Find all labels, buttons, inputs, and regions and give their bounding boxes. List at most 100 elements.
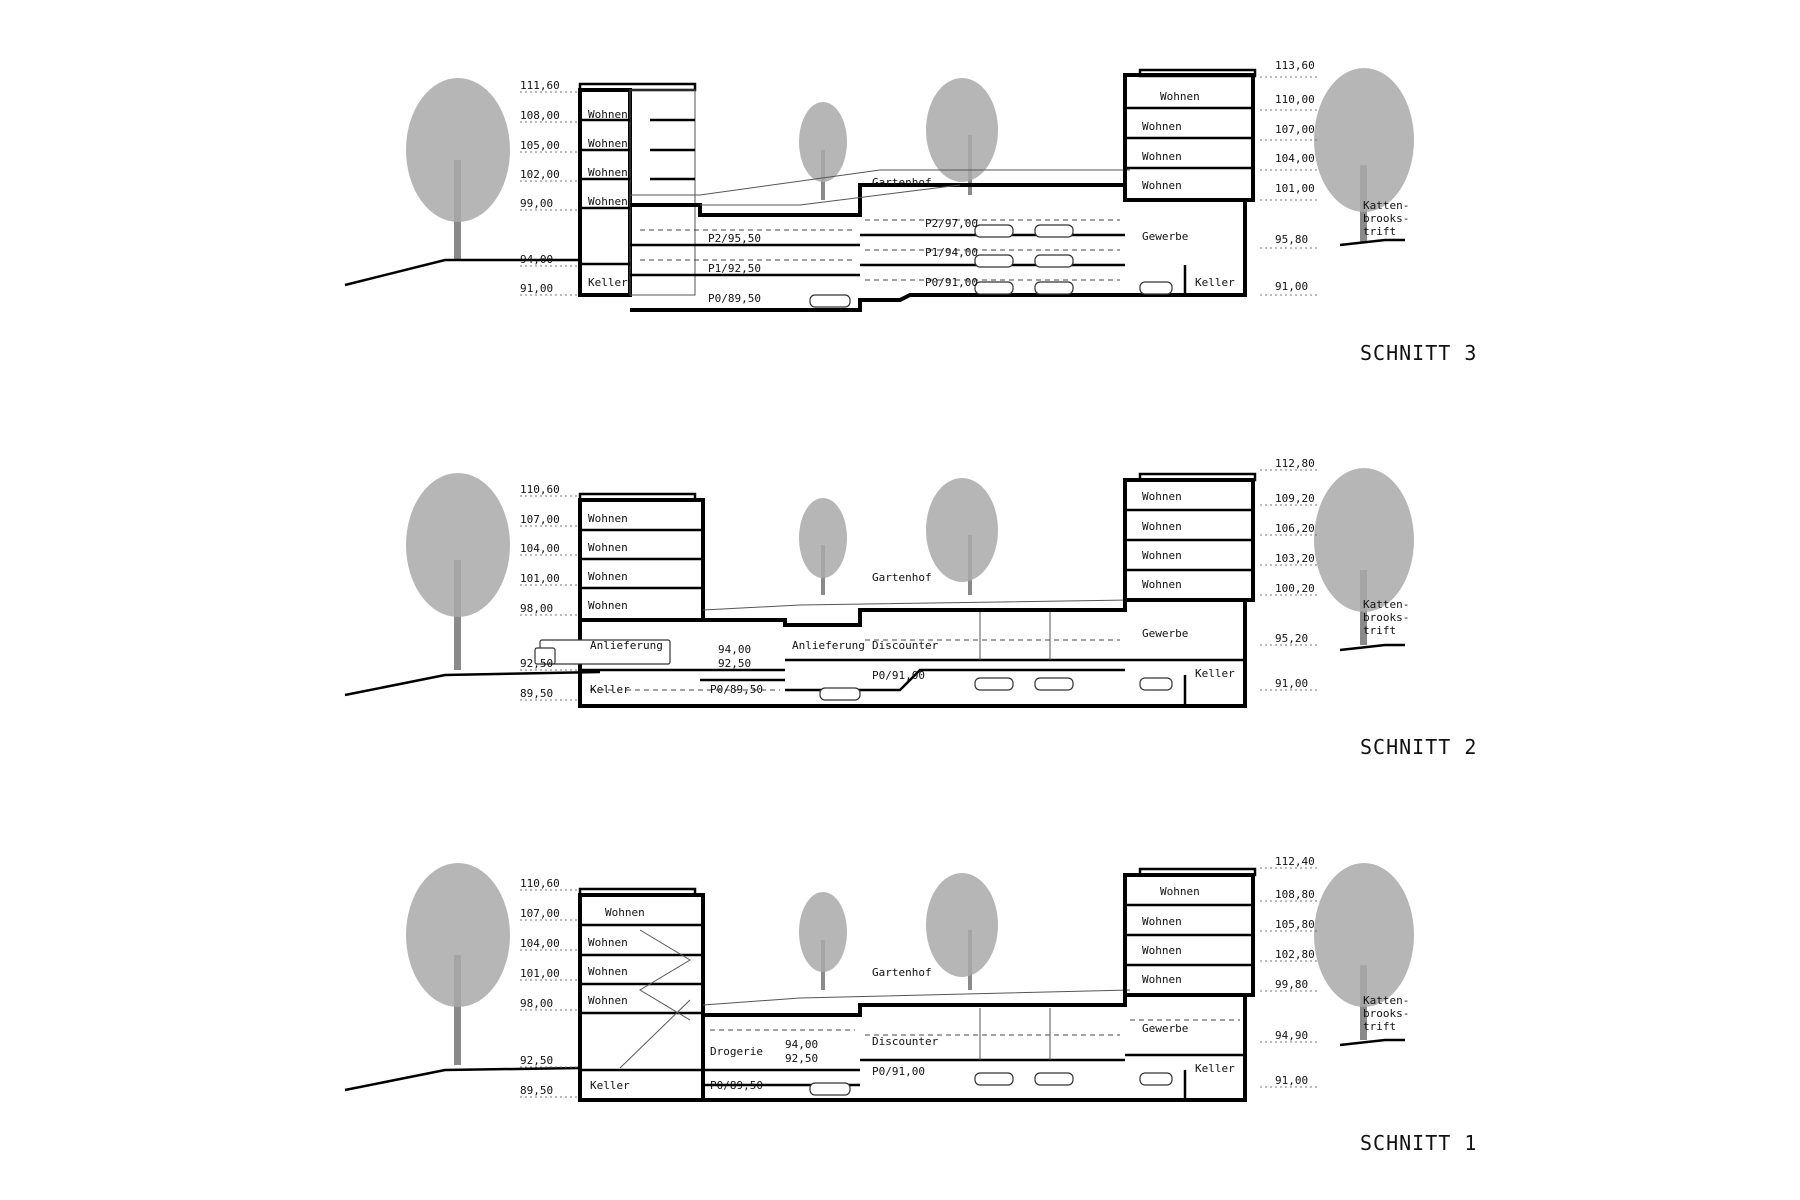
level-label: 91,00 — [1275, 1074, 1308, 1087]
level-label: 107,00 — [1275, 123, 1315, 136]
street-label: Katten- — [1363, 994, 1409, 1007]
car-icon — [819, 677, 1173, 701]
room-label: Wohnen — [588, 965, 628, 978]
level-label: 106,20 — [1275, 522, 1315, 535]
room-label: Wohnen — [1142, 520, 1182, 533]
street-label: trift — [1363, 624, 1396, 637]
level-label: 99,00 — [520, 197, 553, 210]
room-label: Wohnen — [588, 108, 628, 121]
level-label: 108,80 — [1275, 888, 1315, 901]
level-label: 94,00 — [520, 253, 553, 266]
tree-left-icon — [406, 78, 510, 260]
level-label: 110,60 — [520, 483, 560, 496]
level-label: 104,00 — [520, 937, 560, 950]
room-label: Gewerbe — [1142, 1022, 1188, 1035]
level-label: 92,50 — [785, 1052, 818, 1065]
level-label: 91,00 — [1275, 280, 1308, 293]
room-label: Wohnen — [588, 599, 628, 612]
level-label: 105,00 — [520, 139, 560, 152]
parking-label: P2/95,50 — [708, 232, 761, 245]
room-label: Wohnen — [588, 541, 628, 554]
level-label: 104,00 — [1275, 152, 1315, 165]
level-label: 107,00 — [520, 513, 560, 526]
level-label: 113,60 — [1275, 59, 1315, 72]
room-label: Discounter — [872, 639, 939, 652]
courtyard-tree-icon — [799, 478, 998, 595]
level-label: 101,00 — [520, 572, 560, 585]
room-label: Gartenhof — [872, 966, 932, 979]
parking-label: P2/97,00 — [925, 217, 978, 230]
level-label: 111,60 — [520, 79, 560, 92]
room-label: Gewerbe — [1142, 230, 1188, 243]
room-label: Wohnen — [1142, 973, 1182, 986]
section-title: SCHNITT 2 — [1360, 735, 1477, 759]
level-label: 94,00 — [718, 643, 751, 656]
tree-right-icon — [1314, 68, 1414, 243]
level-label: 98,00 — [520, 997, 553, 1010]
room-label: Wohnen — [588, 994, 628, 1007]
level-label: 109,20 — [1275, 492, 1315, 505]
room-label: Wohnen — [1142, 490, 1182, 503]
street-label: brooks- — [1363, 1007, 1409, 1020]
room-label: Wohnen — [588, 166, 628, 179]
section-3 — [344, 68, 1414, 312]
level-label: 102,80 — [1275, 948, 1315, 961]
level-label: 104,00 — [520, 542, 560, 555]
level-label: 100,20 — [1275, 582, 1315, 595]
parking-label: P0/89,50 — [708, 292, 761, 305]
room-label: Wohnen — [1142, 150, 1182, 163]
section-title: SCHNITT 3 — [1360, 341, 1477, 365]
courtyard-tree-icon — [799, 873, 998, 990]
level-label: 89,50 — [520, 687, 553, 700]
level-label: 105,80 — [1275, 918, 1315, 931]
level-label: 107,00 — [520, 907, 560, 920]
level-label: 112,40 — [1275, 855, 1315, 868]
room-label: Gartenhof — [872, 571, 932, 584]
tree-right-icon — [1314, 863, 1414, 1040]
tree-left-icon — [406, 863, 510, 1065]
parking-label: P0/91,00 — [925, 276, 978, 289]
room-label: Keller — [1195, 667, 1235, 680]
room-label: Drogerie — [710, 1045, 763, 1058]
room-label: Wohnen — [588, 512, 628, 525]
room-label: Keller — [590, 683, 630, 696]
room-label: Keller — [1195, 1062, 1235, 1075]
level-label: 91,00 — [520, 282, 553, 295]
level-label: 112,80 — [1275, 457, 1315, 470]
level-label: 101,00 — [520, 967, 560, 980]
parking-label: P0/89,50 — [710, 683, 763, 696]
parking-label: P0/89,50 — [710, 1079, 763, 1092]
room-label: Wohnen — [605, 906, 645, 919]
street-label: Katten- — [1363, 199, 1409, 212]
level-label: 95,20 — [1275, 632, 1308, 645]
room-label: Wohnen — [588, 137, 628, 150]
level-label: 92,50 — [520, 1054, 553, 1067]
level-label: 95,80 — [1275, 233, 1308, 246]
courtyard-tree-icon — [799, 78, 998, 200]
level-label: 92,50 — [718, 657, 751, 670]
street-label: trift — [1363, 1020, 1396, 1033]
street-label: brooks- — [1363, 212, 1409, 225]
room-label: Wohnen — [1142, 578, 1182, 591]
parking-label: P0/91,00 — [872, 1065, 925, 1078]
street-label: Katten- — [1363, 598, 1409, 611]
tree-right-icon — [1314, 468, 1414, 645]
room-label: Wohnen — [1142, 915, 1182, 928]
level-label: 89,50 — [520, 1084, 553, 1097]
level-label: 92,50 — [520, 657, 553, 670]
level-label: 99,80 — [1275, 978, 1308, 991]
room-label: Wohnen — [1160, 885, 1200, 898]
room-label: Keller — [1195, 276, 1235, 289]
room-label: Wohnen — [588, 936, 628, 949]
room-label: Wohnen — [588, 570, 628, 583]
level-label: 101,00 — [1275, 182, 1315, 195]
parking-label: P0/91,00 — [872, 669, 925, 682]
room-label: Gartenhof — [872, 176, 932, 189]
parking-label: P1/94,00 — [925, 246, 978, 259]
level-label: 94,00 — [785, 1038, 818, 1051]
parking-label: P1/92,50 — [708, 262, 761, 275]
section-title: SCHNITT 1 — [1360, 1131, 1477, 1155]
level-label: 98,00 — [520, 602, 553, 615]
truck-icon — [534, 639, 671, 665]
